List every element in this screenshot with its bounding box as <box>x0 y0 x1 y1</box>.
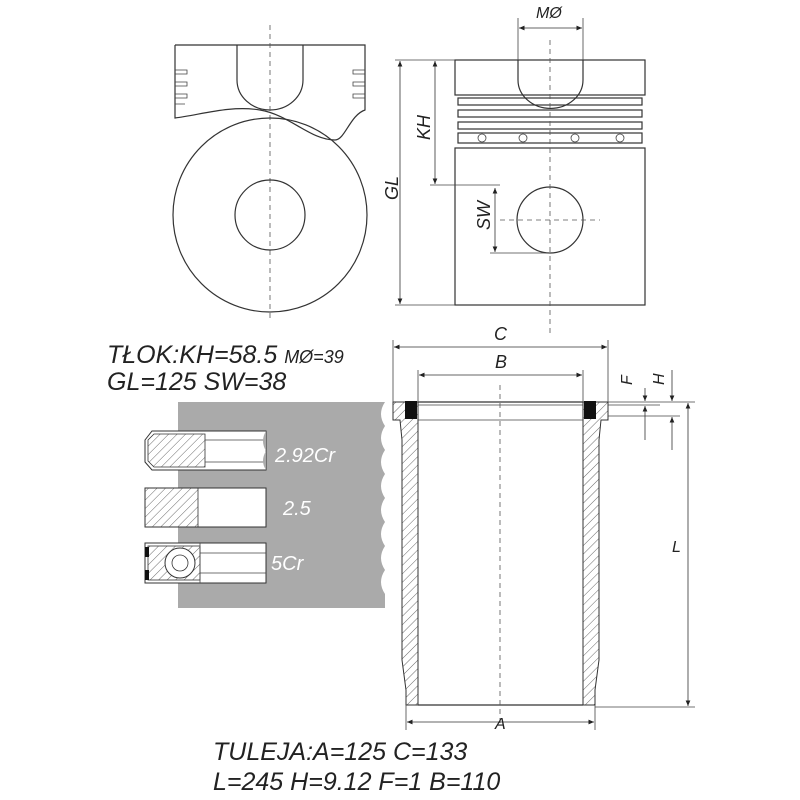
f-label: F <box>619 374 636 385</box>
piston-front-view <box>454 40 646 335</box>
cylinder-liner-section <box>392 385 609 725</box>
piston-top-view <box>172 117 368 313</box>
piston-dimensions: MØ GL KH SW <box>382 5 584 306</box>
l-label: L <box>672 539 681 556</box>
ring-3-label: 5Cr <box>271 553 305 575</box>
piston-side-cutaway-view <box>174 25 366 320</box>
mo-label: MØ <box>536 5 563 22</box>
liner-spec-line-1: TULEJA:A=125 C=133 <box>213 738 467 766</box>
kh-label: KH <box>414 114 434 140</box>
ring-1-label: 2.92Cr <box>274 445 336 467</box>
c-label: C <box>494 324 508 344</box>
piston-spec-line-1: TŁOK:KH=58.5 MØ=39 <box>107 341 344 369</box>
piston-spec-line-2: GL=125 SW=38 <box>107 368 286 396</box>
liner-dimensions: C B F H L A <box>392 324 695 733</box>
h-label: H <box>651 373 668 385</box>
gl-label: GL <box>382 176 402 200</box>
sw-label: SW <box>474 199 494 230</box>
b-label: B <box>495 352 507 372</box>
a-label: A <box>494 716 506 733</box>
ring-2-label: 2.5 <box>282 498 312 520</box>
piston-rings-panel: 2.92Cr 2.5 5Cr <box>144 402 385 608</box>
liner-spec-line-2: L=245 H=9.12 F=1 B=110 <box>213 768 500 796</box>
